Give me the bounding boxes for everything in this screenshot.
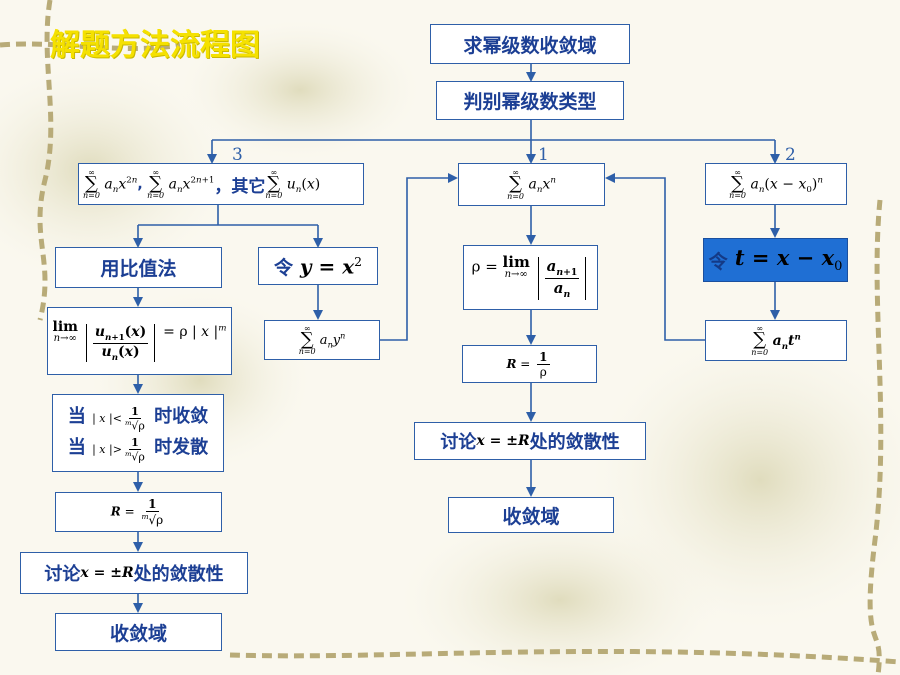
node-find-domain: 求幂级数收敛域 [430, 24, 630, 64]
node-when-label-2: 当 [67, 437, 86, 458]
node-domain-mid: 收敛域 [448, 497, 614, 533]
node-diverge-label: 时发散 [154, 437, 209, 458]
node-find-domain-label: 求幂级数收敛域 [463, 34, 597, 57]
node-let-t-label: 令 [708, 250, 728, 273]
node-let-y-label: 令 [273, 256, 293, 279]
branch-label-2: 2 [785, 145, 796, 165]
branch-label-3: 3 [232, 145, 243, 165]
formula-y-eq-x2: y = x2 [299, 253, 363, 279]
node-discuss-left-prefix: 讨论 [44, 564, 81, 585]
node-shifted-series: ∞∑n=0 an(x − x0)n [705, 163, 847, 205]
node-discuss-mid: 讨论 x = ±R 处的敛散性 [414, 422, 646, 460]
node-converge-label: 时收敛 [154, 406, 209, 428]
node-series-type-3: ∞∑n=0 anx2n, ∞∑n=0 anx2n+1 ，其它 ∞∑n=0 un(… [78, 163, 364, 205]
node-other-label: ，其它 [214, 176, 266, 197]
formula-sum-an-tn: ∞∑n=0 antn [751, 324, 801, 357]
node-classify-label: 判别幂级数类型 [463, 91, 597, 113]
node-domain-mid-label: 收敛域 [502, 505, 560, 528]
formula-t-eq-x-x0: t = x − x0 [734, 245, 843, 275]
formula-even-odd-series: ∞∑n=0 anx2n, ∞∑n=0 anx2n+1 [83, 167, 215, 201]
node-classify: 判别幂级数类型 [436, 81, 624, 120]
formula-sum-an-xn: ∞∑n=0 anxn [507, 168, 556, 201]
vine-top [0, 41, 181, 51]
node-series-t: ∞∑n=0 antn [705, 320, 847, 361]
formula-sum-an-yn: ∞∑n=0 anyn [298, 323, 346, 357]
node-discuss-left: 讨论 x = ±R 处的敛散性 [20, 552, 248, 594]
formula-x-pm-r-mid: x = ±R [476, 433, 530, 449]
formula-general-series: ∞∑n=0 un(x) [265, 167, 321, 201]
page-title: 解题方法流程图 [50, 28, 260, 63]
formula-x-pm-r-left: x = ±R [80, 565, 134, 581]
vine-bottom [229, 648, 900, 665]
vine-left [37, 0, 54, 321]
formula-sum-shifted: ∞∑n=0 an(x − x0)n [729, 167, 823, 201]
node-ratio-method-label: 用比值法 [100, 258, 177, 280]
node-when-label-1: 当 [67, 406, 86, 428]
node-series-y: ∞∑n=0 anyn [264, 320, 380, 360]
node-let-y: 令 y = x2 [258, 247, 378, 285]
node-discuss-mid-label: 处的敛散性 [529, 432, 620, 453]
node-let-t: 令 t = x − x0 [703, 238, 848, 282]
node-ratio-method: 用比值法 [55, 247, 222, 288]
node-discuss-left-label: 处的敛散性 [133, 564, 224, 585]
vine-right [867, 199, 884, 675]
node-domain-left-label: 收敛域 [109, 622, 167, 645]
node-domain-left: 收敛域 [55, 613, 222, 651]
branch-label-1: 1 [538, 145, 549, 165]
node-standard-series: ∞∑n=0 anxn [458, 163, 605, 206]
node-discuss-mid-prefix: 讨论 [440, 432, 477, 453]
